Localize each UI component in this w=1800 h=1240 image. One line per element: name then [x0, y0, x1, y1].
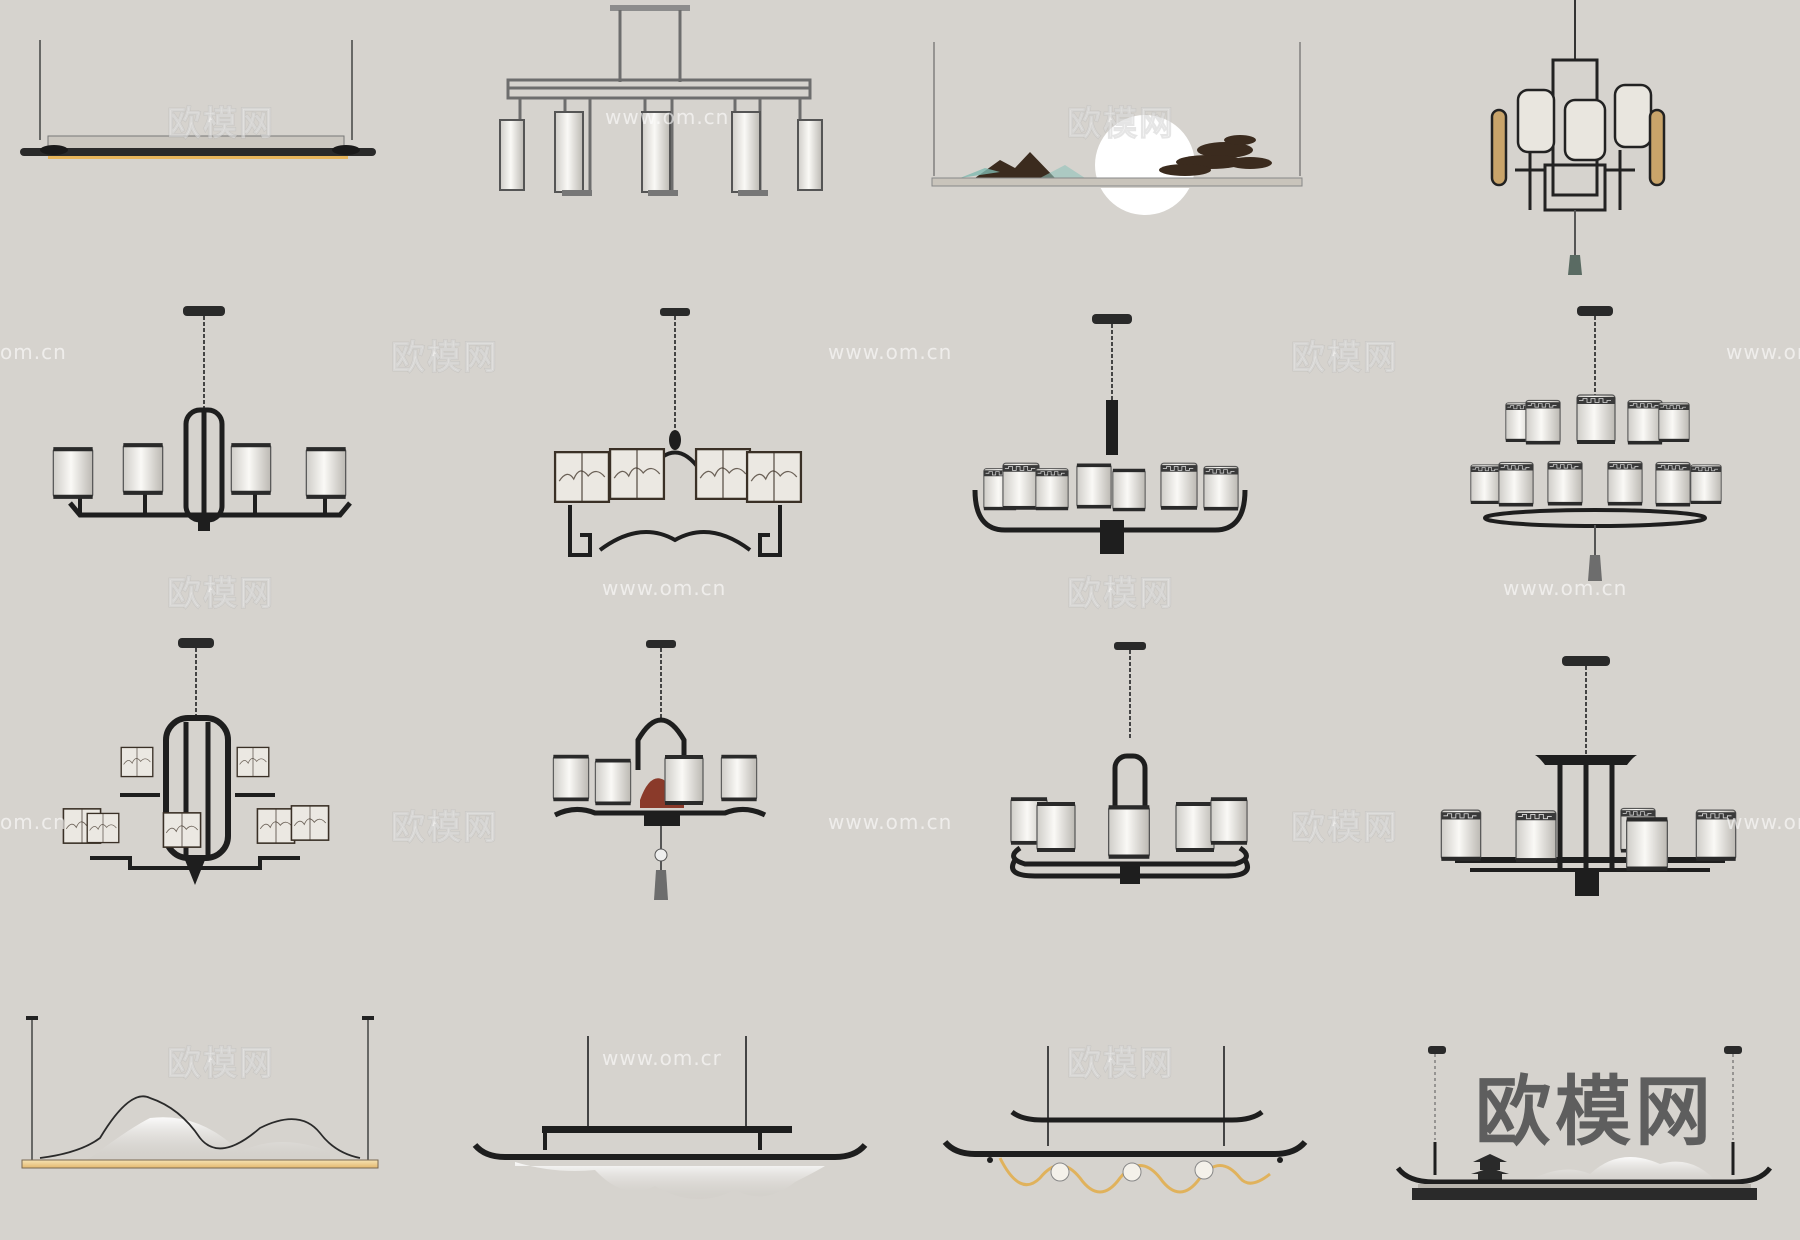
- linear-wave-bulbs-lamp: [942, 1046, 1308, 1194]
- watermark-brand: 欧模网: [391, 338, 499, 379]
- watermark-brand: 欧模网: [1067, 104, 1175, 145]
- chandelier-pagoda-cap-lamp: [1440, 656, 1737, 896]
- watermark-brand: 欧模网: [167, 574, 275, 615]
- chandelier-6-cylinder-lamp: [52, 306, 352, 531]
- watermark-url: www.om.cr: [602, 1046, 722, 1070]
- corner-watermark-brand: 欧模网: [1475, 1067, 1715, 1156]
- watermark-url: www.om.cn: [602, 576, 727, 600]
- watermark-brand: 欧模网: [1067, 1044, 1175, 1085]
- watermark-brand: 欧模网: [1291, 808, 1399, 849]
- linear-upturned-mountain-lamp: [472, 1036, 868, 1200]
- watermark-brand: 欧模网: [391, 808, 499, 849]
- watermark-brand: 欧模网: [1291, 338, 1399, 379]
- watermark-url: www.om.cn: [1726, 340, 1800, 364]
- chandelier-2-tier-square-lamp: [62, 638, 330, 885]
- chandelier-8-loop-arms-lamp: [1010, 642, 1250, 884]
- watermark-url: www.om.cn: [828, 810, 953, 834]
- linear-moon-landscape-lamp: [931, 42, 1303, 215]
- chandelier-8-cylinder-lamp: [972, 314, 1248, 554]
- chandelier-tassel-lamp: [552, 640, 767, 900]
- watermark-url: www.om.cn: [1503, 576, 1628, 600]
- watermark-url: www.om.cn: [1726, 810, 1800, 834]
- watermark-url: om.cn: [0, 810, 67, 834]
- linear-pagoda-scene-lamp: [1395, 1046, 1773, 1200]
- watermark-brand: 欧模网: [167, 104, 275, 145]
- linear-frame-lanterns-lamp: [499, 5, 823, 196]
- watermark-url: www.om.cn: [605, 105, 730, 129]
- watermark-brand: 欧模网: [1067, 574, 1175, 615]
- watermark-url: om.cn: [0, 340, 67, 364]
- watermark-url: www.om.cn: [828, 340, 953, 364]
- chandelier-6-square-ink-lamp: [553, 308, 803, 557]
- chandelier-2-tier-fretwork-lamp: [1470, 306, 1722, 581]
- watermark-brand: 欧模网: [167, 1044, 275, 1085]
- linear-bar-plain-lamp: [20, 40, 376, 159]
- linear-mountain-wire-lamp: [21, 1016, 379, 1169]
- lantern-cluster-lamp: [1490, 0, 1666, 275]
